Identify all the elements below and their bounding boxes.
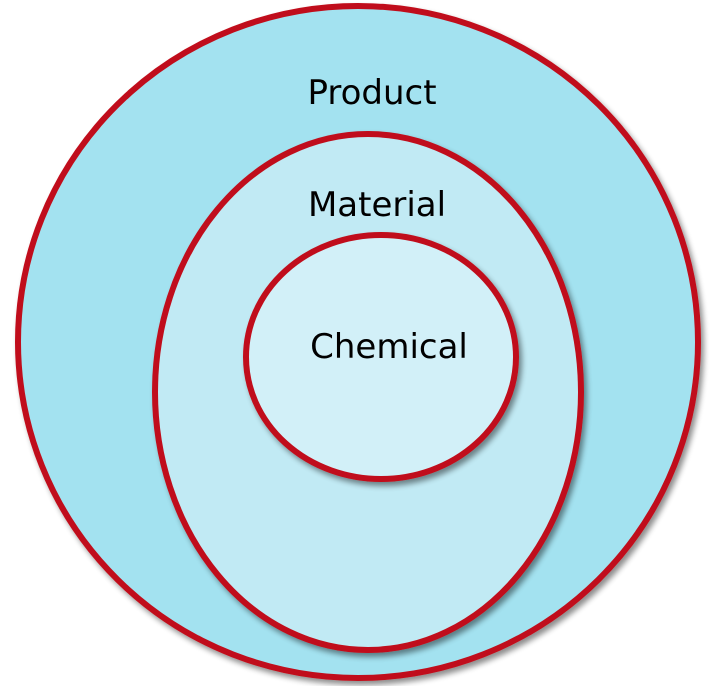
ring-material-label: Material xyxy=(308,185,446,225)
ring-chemical-label: Chemical xyxy=(310,327,468,367)
ring-chemical: Chemical xyxy=(243,232,519,482)
ring-product-label: Product xyxy=(307,73,436,113)
ring-chemical-circle xyxy=(243,232,519,482)
